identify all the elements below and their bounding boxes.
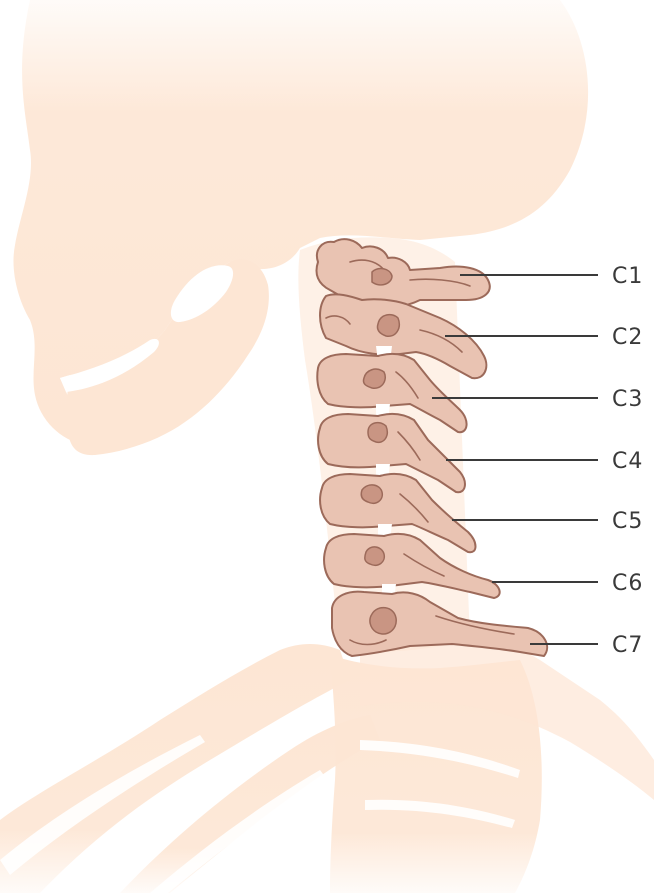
- label-c3: C3: [432, 387, 643, 412]
- label-c6: C6: [492, 571, 643, 596]
- label-c4: C4: [446, 449, 643, 474]
- label-c5: C5: [452, 509, 643, 534]
- skull-silhouette: [13, 0, 588, 455]
- shoulder-silhouette: [0, 631, 654, 893]
- label-text-c6: C6: [612, 571, 643, 596]
- label-text-c1: C1: [612, 264, 643, 289]
- label-text-c2: C2: [612, 325, 643, 350]
- label-text-c7: C7: [612, 633, 643, 658]
- label-text-c5: C5: [612, 509, 643, 534]
- label-text-c4: C4: [612, 449, 643, 474]
- label-text-c3: C3: [612, 387, 643, 412]
